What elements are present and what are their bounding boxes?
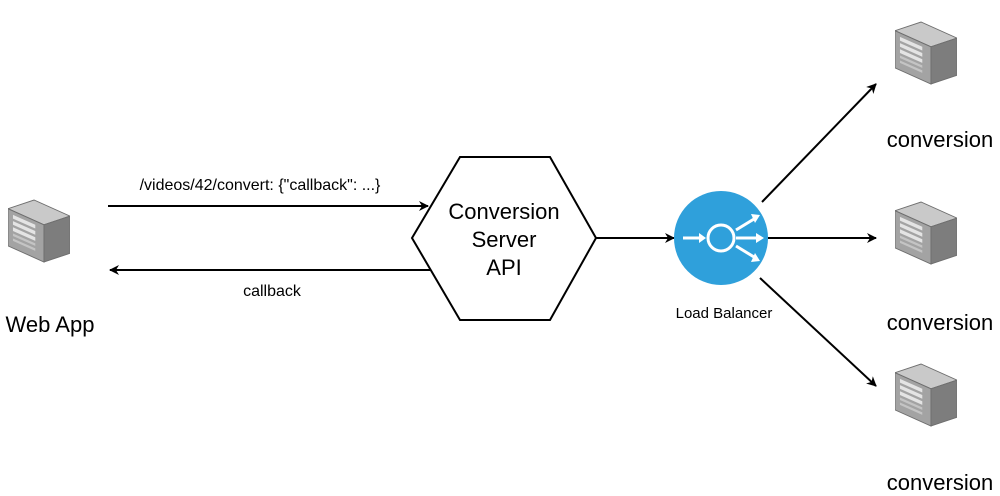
- lb-to-worker-1-arrow: [761, 83, 877, 203]
- api-label-line3: API: [486, 255, 521, 280]
- lb-to-worker-3-arrow: [759, 277, 877, 387]
- api-label-line1: Conversion: [448, 199, 559, 224]
- load-balancer-label: Load Balancer: [676, 305, 773, 322]
- request-label: /videos/42/convert: {"callback": ...}: [140, 177, 381, 194]
- web-app-label: Web App: [6, 312, 95, 337]
- load-balancer-icon: [674, 191, 768, 285]
- callback-label: callback: [243, 283, 302, 300]
- worker-2-label: conversion: [887, 310, 993, 335]
- worker-3-server-icon: [895, 363, 957, 427]
- worker-1-label: conversion: [887, 127, 993, 152]
- worker-1-server-icon: [895, 21, 957, 85]
- worker-2-server-icon: [895, 201, 957, 265]
- conversion-server-api-node: [410, 156, 598, 321]
- web-app-server-icon: [8, 199, 70, 263]
- api-label-line2: Server: [472, 227, 537, 252]
- worker-3-label: conversion: [887, 470, 993, 495]
